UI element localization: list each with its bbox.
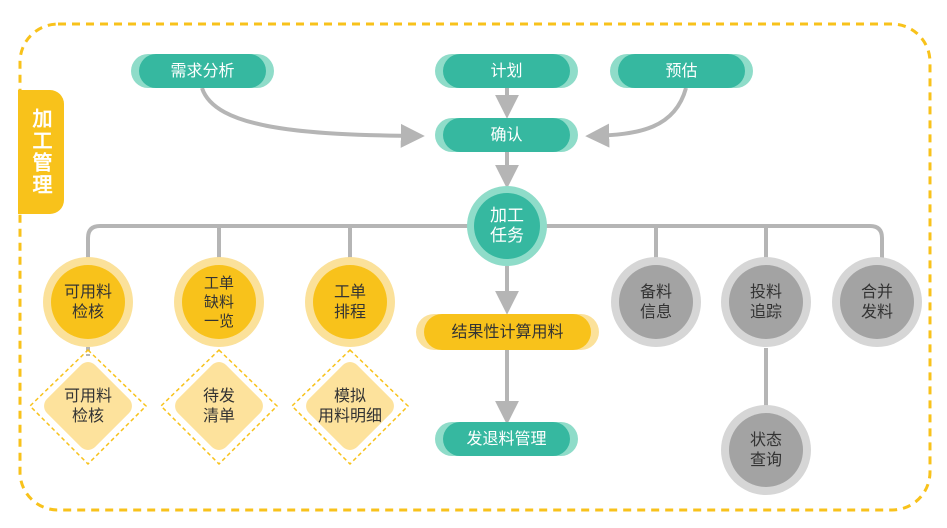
- left-circle-1: [43, 257, 133, 347]
- confirm-label: 确认: [490, 125, 523, 144]
- plan-label: 计划: [490, 61, 523, 80]
- confirm-pill: [435, 118, 578, 152]
- result-calc-pill: [416, 314, 599, 350]
- task-circle: [467, 186, 547, 266]
- status-query-label: 状态 查询: [749, 430, 782, 469]
- status-query-circle: [721, 405, 811, 495]
- left-circle-2-label: 工单 缺料 一览: [203, 273, 234, 330]
- left-diamond-2: [159, 348, 279, 466]
- right-circle-3-label: 合并 发料: [860, 282, 893, 321]
- arrow-demand-confirm: [200, 87, 425, 148]
- right-circle-1-label: 备料 信息: [639, 282, 672, 321]
- left-circle-3-label: 工单 排程: [333, 282, 366, 321]
- right-circle-1: [611, 257, 701, 347]
- task-label: 加工 任务: [490, 206, 524, 246]
- right-circle-3: [832, 257, 922, 347]
- plan-pill: [435, 54, 578, 88]
- side-tab-label: 加工管理: [29, 108, 53, 196]
- demand-pill: [131, 54, 274, 88]
- return-mgmt-label: 发退料管理: [466, 429, 547, 448]
- left-circle-3: [305, 257, 395, 347]
- result-calc-label: 结果性计算用料: [451, 322, 564, 341]
- left-circle-2: [174, 257, 264, 347]
- demand-label: 需求分析: [170, 61, 235, 80]
- left-circle-1-label: 可用料 检核: [63, 282, 112, 321]
- right-circle-2: [721, 257, 811, 347]
- arrow-estimate-confirm: [585, 87, 688, 148]
- left-diamond-3-label: 模拟 用料明细: [317, 386, 382, 425]
- estimate-label: 预估: [665, 61, 698, 80]
- outer-frame: [18, 22, 932, 512]
- left-diamond-1-label: 可用料 检核: [63, 386, 112, 425]
- left-diamond-2-label: 待发 清单: [202, 386, 235, 425]
- side-tab: 加工管理: [18, 90, 64, 214]
- right-circle-2-label: 投料 追踪: [749, 282, 782, 321]
- left-diamond-1: [28, 348, 148, 466]
- estimate-pill: [610, 54, 753, 88]
- left-diamond-3: [290, 348, 410, 466]
- return-mgmt-pill: [435, 422, 578, 456]
